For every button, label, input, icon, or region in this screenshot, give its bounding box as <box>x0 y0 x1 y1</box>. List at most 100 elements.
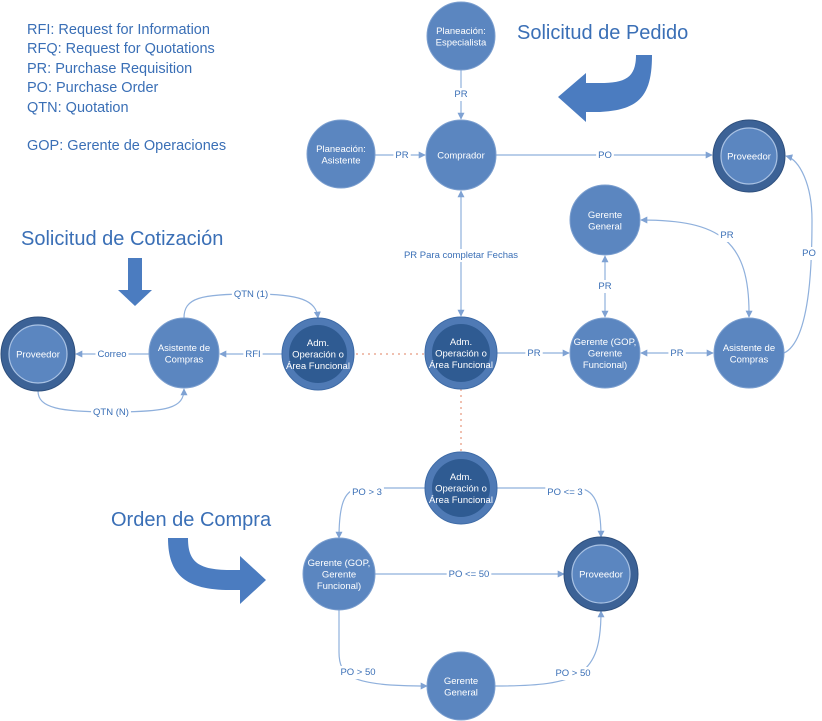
node-inner-circle <box>571 544 631 604</box>
edge-label-adm2-ger: PR <box>527 348 540 359</box>
node-inner-circle <box>432 324 490 382</box>
node-circle <box>713 317 785 389</box>
edge-label-bg <box>800 247 818 260</box>
legend: RFI: Request for Information RFQ: Reques… <box>27 21 226 156</box>
edge-label-bg <box>452 88 470 101</box>
edge-label-gg-asis2: PR <box>720 230 733 241</box>
legend-rfq: RFQ: Request for Quotations <box>27 41 215 58</box>
node-label-line: Operación o <box>435 349 487 360</box>
edge-label-ger-asis2: PR <box>670 348 683 359</box>
node-label-line: Gerente <box>588 349 622 360</box>
edge-label-comp-adm2: PR Para completar Fechas <box>404 250 518 261</box>
edge-label-bg <box>393 149 411 162</box>
node-label-line: Planeación: <box>436 26 486 37</box>
edge-label-bg <box>446 568 492 581</box>
node-label-line: Funcional) <box>583 360 627 371</box>
legend-rfi: RFI: Request for Information <box>27 22 210 38</box>
edge-label-gg2-prov: PO > 50 <box>555 668 590 679</box>
node-label-line: Operación o <box>292 350 344 361</box>
node-label-line: Área Funcional <box>429 360 493 371</box>
edge-label-comp-prov: PO <box>598 150 612 161</box>
node-label-line: Gerente (GOP, <box>308 558 371 569</box>
node-label-line: Proveedor <box>579 570 623 581</box>
node-label-line: Asistente <box>321 155 360 166</box>
node-label-line: Gerente <box>322 570 356 581</box>
edge-label-adm3-ger2: PO > 3 <box>352 487 382 498</box>
node-label-line: Compras <box>730 354 769 365</box>
node-proveedor-cotizacion[interactable]: Proveedor <box>0 316 76 392</box>
node-label-line: Asistente de <box>158 343 210 354</box>
node-comprador[interactable]: Comprador <box>425 119 497 191</box>
node-planeacion-especialista[interactable]: Planeación:Especialista <box>426 1 496 71</box>
legend-qtn: QTN: Quotation <box>27 99 129 116</box>
node-circle <box>426 1 496 71</box>
node-label-line: Proveedor <box>727 152 771 163</box>
node-circle <box>569 317 641 389</box>
node-circle <box>569 184 641 256</box>
node-proveedor-pedido[interactable]: Proveedor <box>712 119 786 193</box>
edge-label-asis1-prov: Correo <box>97 349 126 360</box>
legend-pr: PR: Purchase Requisition <box>27 60 193 77</box>
node-label-line: Área Funcional <box>429 495 493 506</box>
node-label-line: Gerente (GOP, <box>574 337 637 348</box>
node-label-line: Operación o <box>435 484 487 495</box>
node-inner-circle <box>8 324 68 384</box>
edge-label-bg <box>231 288 271 301</box>
edge-label-bg <box>553 667 593 680</box>
node-label-line: General <box>444 687 478 698</box>
node-circle <box>425 119 497 191</box>
node-circle <box>148 317 220 389</box>
node-label-line: Compras <box>165 354 204 365</box>
curved-arrow-pedido-icon <box>558 55 652 122</box>
node-proveedor-orden[interactable]: Proveedor <box>563 536 639 612</box>
edge-label-bg <box>718 229 736 242</box>
node-label-line: Funcional) <box>317 581 361 592</box>
node-planeacion-asistente[interactable]: Planeación:Asistente <box>306 119 376 189</box>
legend-po: PO: Purchase Order <box>27 80 159 97</box>
edge-label-bg <box>545 486 585 499</box>
node-label-line: Asistente de <box>723 343 775 354</box>
node-label-line: Adm. <box>307 338 329 349</box>
edge-label-bg <box>338 666 378 679</box>
edge-label-bg <box>525 347 543 360</box>
edge-label-adm1-asis1: RFI <box>245 349 260 360</box>
title-orden-compra: Orden de Compra <box>111 509 272 531</box>
edge-label-bg <box>668 347 686 360</box>
node-inner-circle <box>720 127 778 185</box>
edge-label-bg <box>401 249 521 262</box>
down-arrow-cotizacion-icon <box>118 258 152 306</box>
edge-label-bg <box>95 348 129 361</box>
node-label-line: Proveedor <box>16 350 60 361</box>
edge-label-ger2-prov: PO <= 50 <box>449 569 490 580</box>
title-solicitud-pedido: Solicitud de Pedido <box>517 22 689 44</box>
node-label-line: Gerente <box>588 210 622 221</box>
edge-label-adm3-prov: PO <= 3 <box>547 487 582 498</box>
edge-label-bg <box>350 486 384 499</box>
node-label-line: Adm. <box>450 337 472 348</box>
edge-label-asis1-adm1: QTN (1) <box>234 289 268 300</box>
edge-label-prov-asis1: QTN (N) <box>93 407 129 418</box>
legend-gop: GOP: Gerente de Operaciones <box>27 138 227 155</box>
edge-label-bg <box>596 149 614 162</box>
edge-asis2-prov <box>783 154 813 354</box>
edge-label-ger2-gg2: PO > 50 <box>340 667 375 678</box>
node-label-line: Comprador <box>437 151 485 162</box>
node-label-line: Gerente <box>444 676 478 687</box>
node-circle <box>426 651 496 721</box>
node-circle <box>306 119 376 189</box>
node-inner-circle <box>432 459 490 517</box>
node-label-line: Área Funcional <box>286 361 350 372</box>
edge-label-bg <box>596 280 614 293</box>
edge-label-bg <box>243 348 263 361</box>
title-solicitud-cotizacion: Solicitud de Cotización <box>21 228 224 250</box>
